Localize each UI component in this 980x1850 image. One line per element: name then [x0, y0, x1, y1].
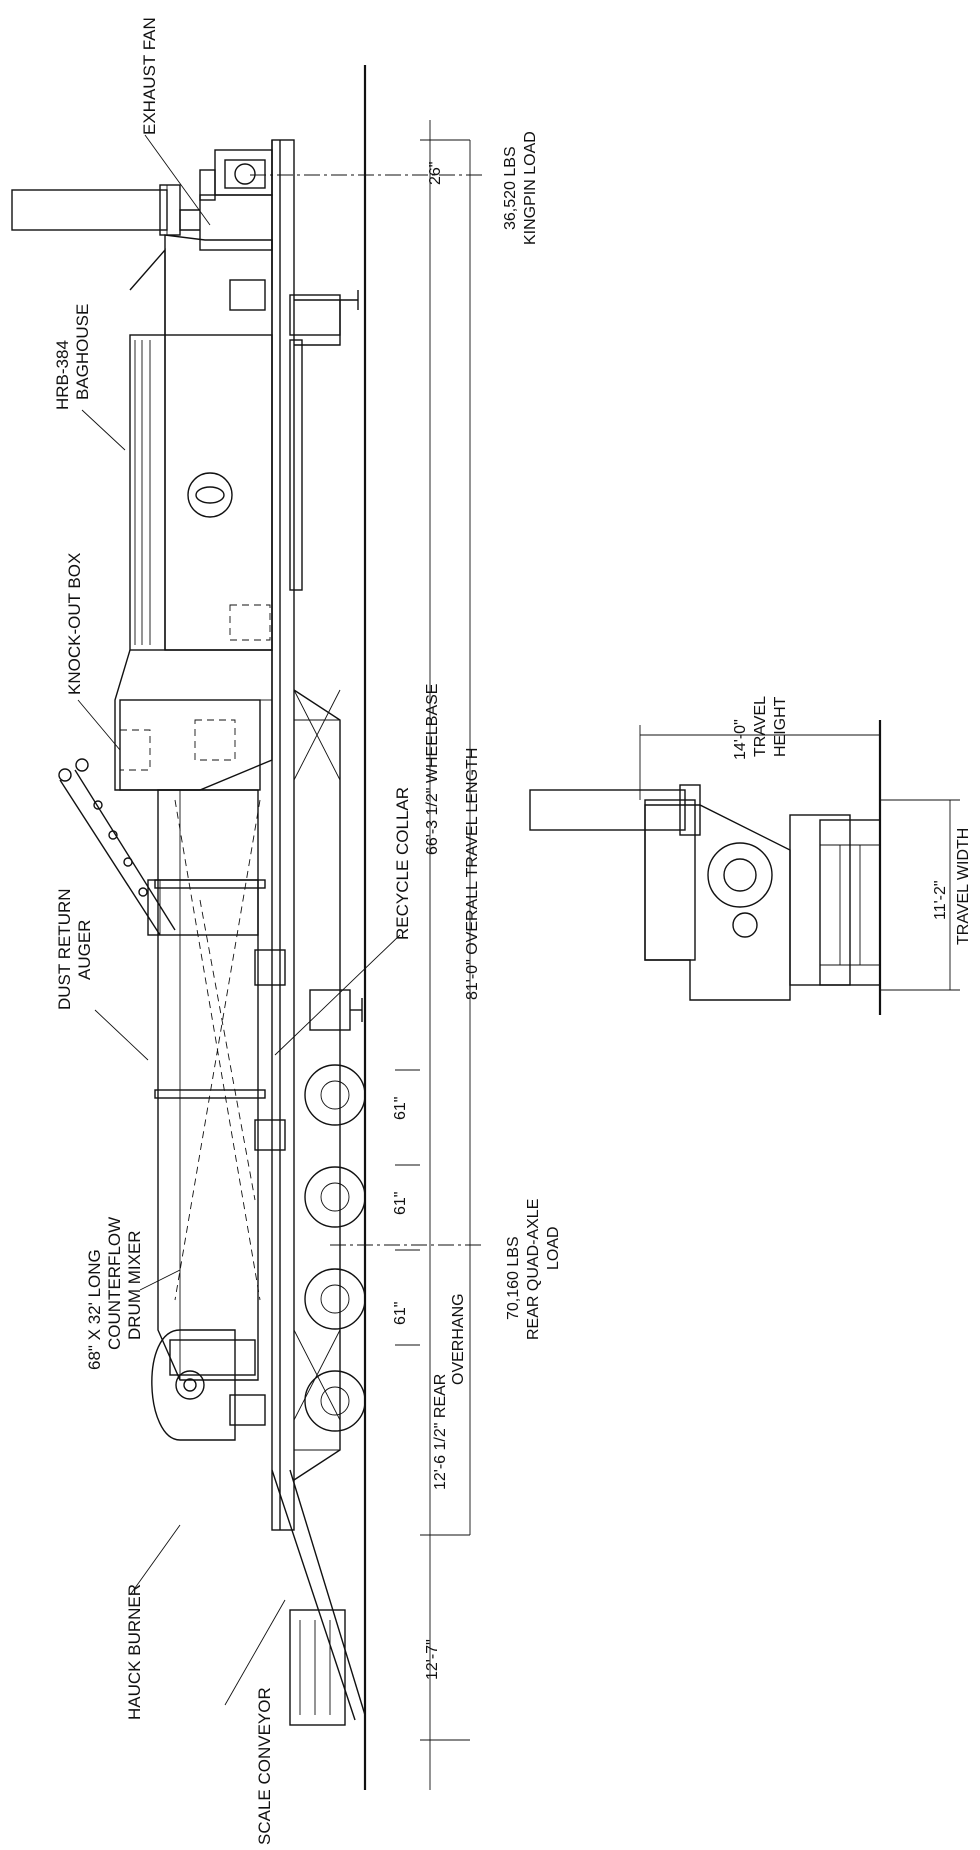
- callout-leaders: [77, 134, 401, 1706]
- dim-rear-overhang-label: OVERHANG: [450, 1293, 467, 1385]
- dim-kingpin-load-label: KINGPIN LOAD: [522, 131, 539, 245]
- label-dust-return: DUST RETURN: [55, 888, 74, 1010]
- dim-axle-spacing-2: 61": [392, 1192, 409, 1215]
- dim-wheelbase: 66'-3 1/2" WHEELBASE: [424, 684, 441, 855]
- label-hauck-burner: HAUCK BURNER: [125, 1584, 144, 1720]
- dim-rear-axle-load-suffix: LOAD: [545, 1226, 562, 1270]
- hauck-burner: [151, 1329, 266, 1441]
- scale-conveyor: [271, 1469, 366, 1726]
- dim-conveyor-overhang: 12'-7": [424, 1639, 441, 1680]
- label-drum-size: 68" X 32' LONG: [85, 1249, 104, 1370]
- label-drum-type: COUNTERFLOW: [105, 1217, 124, 1350]
- dim-travel-width-label: TRAVEL WIDTH: [955, 828, 972, 945]
- landing-gear: [289, 290, 363, 1031]
- dimension-labels: 26" 36,520 LBS KINGPIN LOAD 66'-3 1/2" W…: [392, 131, 972, 1680]
- label-baghouse-model: HRB-384: [53, 340, 72, 410]
- rear-quad-axle: [304, 1064, 366, 1432]
- knock-out-box: [114, 649, 273, 791]
- exhaust-fan: [179, 140, 273, 290]
- dim-axle-spacing-3: 61": [392, 1302, 409, 1325]
- label-auger: AUGER: [75, 920, 94, 980]
- dim-rear-axle-load-label: REAR QUAD-AXLE: [525, 1199, 542, 1340]
- dim-rear-axle-load-value: 70,160 LBS: [505, 1236, 522, 1320]
- bag-rows: [134, 340, 151, 645]
- label-drum-mixer: DRUM MIXER: [125, 1230, 144, 1340]
- label-recycle-collar: RECYCLE COLLAR: [393, 787, 412, 940]
- end-view: [529, 720, 960, 1015]
- dimension-lines: [250, 120, 485, 1790]
- dim-travel-height-label: TRAVEL: [752, 696, 769, 757]
- side-elevation: [11, 65, 485, 1790]
- dim-travel-width: 11'-2": [932, 880, 949, 920]
- dim-rear-overhang: 12'-6 1/2" REAR: [432, 1374, 449, 1490]
- dim-overall-length: 81'-0" OVERALL TRAVEL LENGTH: [464, 748, 481, 1000]
- component-labels: EXHAUST FAN HRB-384 BAGHOUSE KNOCK-OUT B…: [53, 17, 412, 1845]
- label-knock-out-box: KNOCK-OUT BOX: [65, 553, 84, 695]
- dim-travel-height: 14'-0": [732, 719, 749, 760]
- dim-kingpin-load-value: 36,520 LBS: [502, 146, 519, 230]
- dim-axle-spacing-1: 61": [392, 1097, 409, 1120]
- dust-return-auger: [58, 758, 176, 936]
- trailer-frame: [271, 139, 341, 1531]
- label-exhaust-fan: EXHAUST FAN: [140, 17, 159, 135]
- exhaust-stack: [11, 184, 181, 236]
- dim-kingpin-offset: 26": [427, 162, 444, 185]
- label-scale-conveyor: SCALE CONVEYOR: [255, 1687, 274, 1845]
- label-baghouse: BAGHOUSE: [73, 304, 92, 400]
- drum-mixer: [147, 789, 286, 1381]
- dim-travel-height-label-2: HEIGHT: [772, 696, 789, 757]
- baghouse: [129, 234, 303, 651]
